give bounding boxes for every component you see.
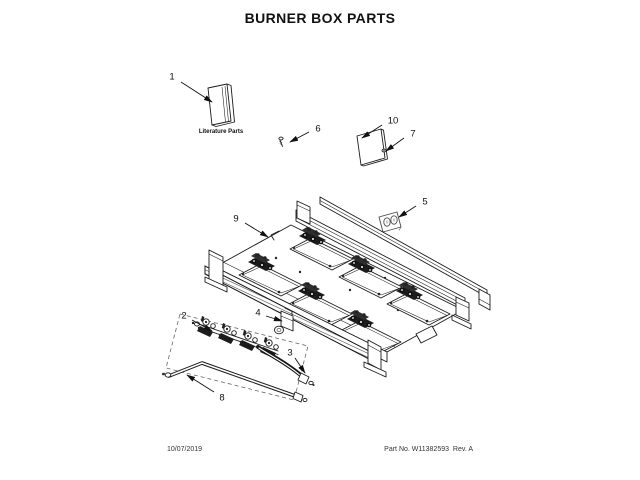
part-3-tube: [256, 345, 315, 386]
callout-1-label: 1: [169, 72, 174, 83]
callout-3-arrow: [294, 357, 306, 374]
callout-7-label: 7: [410, 129, 415, 140]
callout-layer: 1 6 10 7 5 9 2 4 3 8: [169, 72, 427, 404]
part-5-component: [378, 211, 402, 236]
callout-2-label: 2: [181, 311, 186, 322]
part-8-pipe: [161, 361, 308, 403]
footer-date: 10/07/2019: [167, 446, 203, 453]
callout-5-label: 5: [422, 197, 427, 208]
page-title: BURNER BOX PARTS: [244, 10, 396, 26]
callout-4-label: 4: [255, 308, 260, 319]
literature-parts-label: Literature Parts: [199, 129, 244, 135]
part-10-cover-plate: [356, 128, 388, 167]
callout-8-arrow: [186, 374, 215, 393]
callout-9-arrow: [244, 222, 269, 238]
part-1-literature-page: Literature Parts: [199, 83, 244, 135]
footer-part-number: Part No. W11382593 Rev. A: [384, 446, 473, 453]
part-6-screw: [278, 136, 284, 147]
callout-5-arrow: [398, 205, 417, 218]
callout-8-label: 8: [219, 393, 224, 404]
callout-6-arrow: [289, 131, 310, 143]
callout-4-arrow: [265, 315, 283, 322]
callout-9-label: 9: [233, 214, 238, 225]
callout-10-arrow: [361, 124, 383, 139]
callout-1-arrow: [180, 81, 213, 103]
callout-7-arrow: [385, 137, 405, 152]
callout-2-arrow: [191, 319, 213, 332]
part-7-screw: [381, 148, 387, 153]
callout-6-label: 6: [315, 124, 320, 135]
callout-10-label: 10: [388, 116, 399, 127]
manifold-dashed-outline: [165, 313, 309, 401]
callout-3-label: 3: [287, 348, 292, 359]
part-9-burner-box: [204, 196, 491, 378]
part-4-bracket: [274, 307, 294, 335]
